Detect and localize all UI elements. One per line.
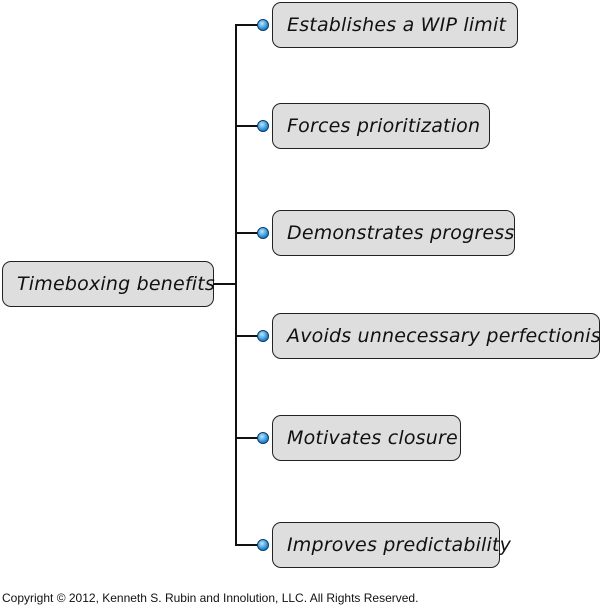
root-node: Timeboxing benefits bbox=[2, 261, 215, 307]
benefit-node: Forces prioritization bbox=[272, 103, 490, 149]
node-bullet-icon bbox=[257, 227, 269, 239]
node-bullet-icon bbox=[257, 19, 269, 31]
copyright-text: Copyright © 2012, Kenneth S. Rubin and I… bbox=[2, 591, 419, 605]
branch-connector bbox=[236, 544, 260, 546]
benefit-node: Demonstrates progress bbox=[272, 210, 515, 256]
node-bullet-icon bbox=[257, 539, 269, 551]
node-bullet-icon bbox=[257, 330, 269, 342]
node-bullet-icon bbox=[257, 432, 269, 444]
benefit-node: Improves predictability bbox=[272, 522, 511, 568]
benefit-node: Avoids unnecessary perfectionism bbox=[272, 313, 600, 359]
benefit-node: Motivates closure bbox=[272, 415, 461, 461]
branch-connector bbox=[236, 232, 260, 234]
root-connector bbox=[213, 283, 237, 285]
benefit-node: Establishes a WIP limit bbox=[272, 2, 518, 48]
trunk-line bbox=[235, 24, 237, 546]
branch-connector bbox=[236, 437, 260, 439]
branch-connector bbox=[236, 125, 260, 127]
node-bullet-icon bbox=[257, 120, 269, 132]
branch-connector bbox=[236, 335, 260, 337]
branch-connector bbox=[236, 24, 260, 26]
